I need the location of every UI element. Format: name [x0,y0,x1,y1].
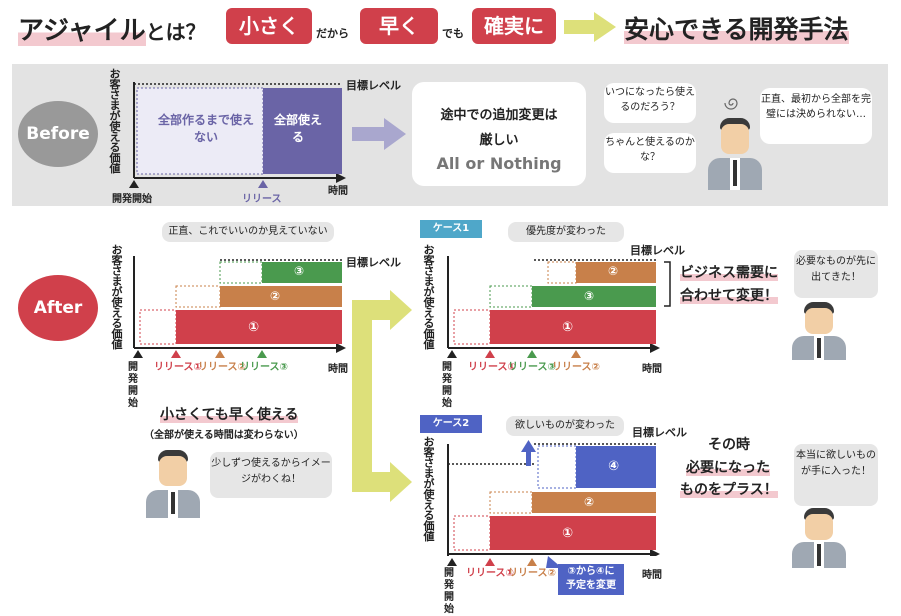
before-arrow [352,118,406,150]
confused-swirl-icon [724,98,738,110]
case1-bar-1-label: ① [562,320,574,335]
case1-note-1-text: ビジネス需要に [680,265,778,281]
after-y-label: お客さまが使える価値 [110,244,123,349]
before-conclusion: 途中での追加変更は 厳しい All or Nothing [412,82,586,186]
case2-goal: 目標レベル [632,426,687,439]
title-result: 安心できる開発手法 [624,10,849,46]
after-bar-2-label: ② [270,289,281,303]
case1-person-avatar [790,300,848,360]
after-circle-label: After [33,298,83,318]
after-release-1: リリース① [154,362,202,373]
title-agile-text: アジャイル [18,16,146,46]
pill-small: 小さく [226,8,312,44]
case1-bubble: 優先度が変わった [508,222,624,242]
case1-bar-2-label: ③ [584,289,595,303]
case2-bar-2-label: ② [584,495,595,509]
before-start: 開発開始 [112,194,152,205]
case2-note-2-text: 必要になった [686,460,770,476]
case1-note-2: 合わせて変更！ [680,285,778,305]
case1-goal: 目標レベル [630,244,685,257]
case1-bracket [664,261,671,307]
after-time: 時間 [328,364,348,375]
after-caption-1-text: 小さくても早く使える [160,407,299,423]
case2-note-2: 必要になった [686,457,770,477]
after-bar-1-label: ① [248,320,260,335]
after-bar-3-label: ③ [294,264,305,278]
case1-label-text: ケース1 [432,223,470,234]
before-box-full: 全部使える [273,113,322,144]
case2-release-2: リリース② [508,568,556,579]
case2-label: ケース2 [420,415,482,433]
before-box-unusable: 全部作るまで使えない [157,113,254,144]
case1-release-3: リリース② [552,362,600,373]
case2-bubble: 欲しいものが変わった [506,416,624,436]
before-release: リリース [242,194,282,205]
case1-label: ケース1 [420,220,482,238]
before-circle-label: Before [26,124,90,144]
before-chart [129,82,346,188]
case1-start: 開発開始 [442,362,452,409]
case2-note-3: ものをプラス！ [680,479,778,499]
case1-release-2: リリース③ [508,362,556,373]
case2-release-markers [447,558,537,566]
after-start: 開発開始 [128,362,138,409]
before-y-label: お客さまが使える価値 [108,68,121,173]
title-towa: とは？ [145,20,206,44]
case2-release-1: リリース① [466,568,514,579]
after-person-bubble: 少しずつ使えるからイメージがわくね！ [210,452,332,498]
before-time: 時間 [328,186,348,197]
after-split-arrow [352,290,412,502]
case1-note-1: ビジネス需要に [680,262,778,282]
case2-time: 時間 [642,570,662,581]
title-agile: アジャイルとは？ [18,10,206,47]
case1-y-label: お客さまが使える価値 [422,244,435,349]
text-demo: でも [442,27,464,40]
case2-start: 開発開始 [444,568,454,615]
case1-person-bubble: 必要なものが先に出てきた！ [794,250,878,298]
case2-note-3-text: ものをプラス！ [680,482,778,498]
case2-chart [447,440,660,556]
before-goal: 目標レベル [346,79,401,92]
before-bubble-honest: 正直、最初から全部を完璧には決められない… [760,88,872,144]
after-circle: After [18,275,98,341]
pill-fast: 早く [360,8,438,44]
before-circle: Before [18,101,98,167]
case2-person-avatar [790,506,848,568]
after-release-2: リリース② [198,362,246,373]
header-arrow [564,12,616,42]
case2-label-text: ケース2 [432,418,470,429]
case1-chart [447,256,660,358]
before-conclusion-line1: 途中での追加変更は [440,108,558,123]
case2-person-bubble: 本当に欲しいものが手に入った！ [794,444,878,506]
title-result-text: 安心できる開発手法 [624,15,849,44]
case2-bar-4-label: ④ [608,459,620,474]
case2-change-note-1: ③から④に [567,566,615,577]
after-person-avatar [144,448,202,518]
case2-change-note-2: 予定を変更 [566,580,616,591]
after-release-3: リリース③ [240,362,288,373]
before-conclusion-line2: 厳しい [479,133,519,148]
case1-note-2-text: 合わせて変更！ [680,288,778,304]
after-goal: 目標レベル [346,256,401,269]
case2-y-label: お客さまが使える価値 [422,436,435,541]
after-caption-2: （全部が使える時間は変わらない） [144,430,304,441]
after-caption-1: 小さくても早く使える [160,404,299,424]
before-bubble-when: いつになったら使えるのだろう？ [604,83,696,123]
case1-release-1: リリース① [468,362,516,373]
after-chart [133,256,346,358]
before-bubble-ok: ちゃんと使えるのかな？ [604,133,696,173]
after-top-bubble: 正直、これでいいのか見えていない [162,222,334,242]
before-person-avatar [706,114,764,190]
case1-time: 時間 [642,364,662,375]
case1-bar-3-label: ② [608,264,619,278]
pill-sure: 確実に [472,8,556,44]
case2-bar-1-label: ① [562,526,574,541]
text-dakara: だから [316,27,349,40]
case2-note-1: その時 [708,437,750,453]
before-conclusion-line3: All or Nothing [436,154,562,173]
case2-change-note: ③から④に 予定を変更 [558,564,624,595]
